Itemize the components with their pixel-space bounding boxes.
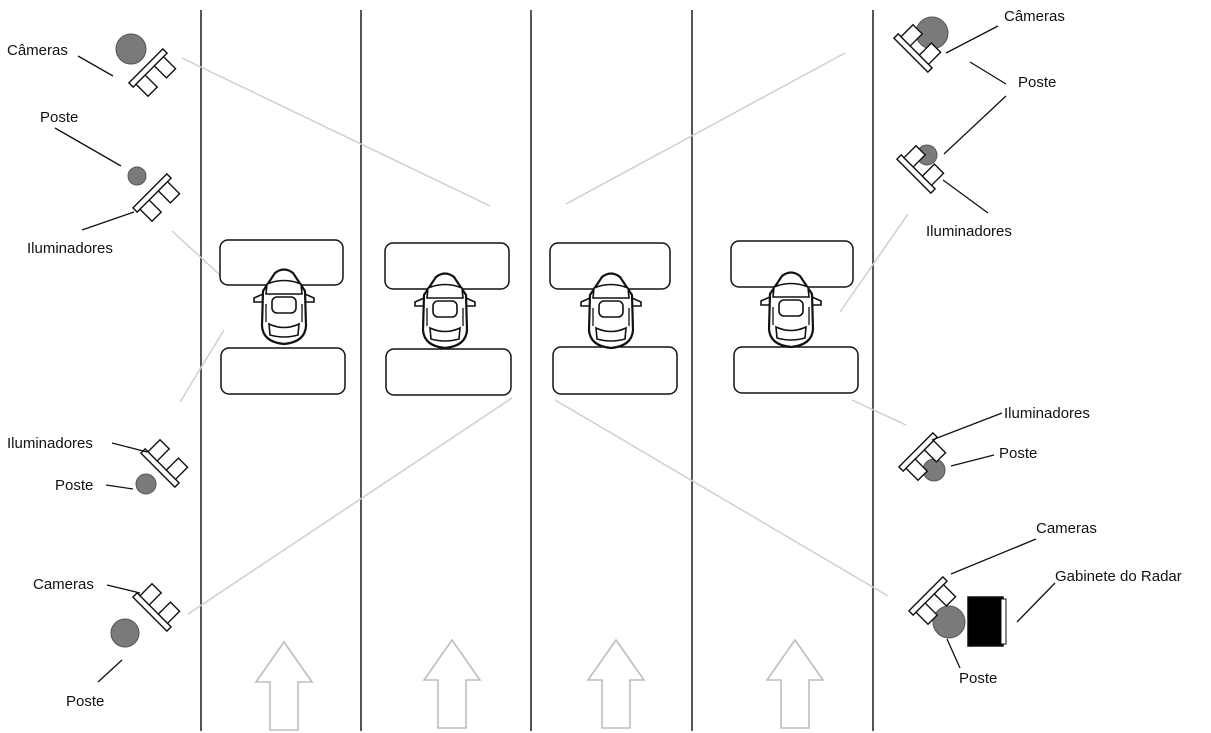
label-poste: Poste: [40, 109, 78, 126]
illuminator-beam: [839, 213, 909, 313]
label-cameras: Cameras: [33, 576, 94, 593]
camera-beam: [554, 399, 889, 597]
leader-line: [945, 25, 999, 54]
leader-line: [943, 95, 1007, 155]
label-poste: Poste: [999, 445, 1037, 462]
leader-line: [931, 412, 1003, 441]
label-cameras: Câmeras: [1004, 8, 1065, 25]
detection-loop: [733, 346, 859, 394]
leader-line: [950, 454, 995, 467]
camera-beam: [187, 397, 513, 615]
camera-beam: [181, 57, 491, 207]
leader-line: [54, 127, 122, 167]
leader-line: [81, 211, 135, 231]
label-poste: Poste: [55, 477, 93, 494]
label-cameras: Câmeras: [7, 42, 68, 59]
pole-icon: [127, 166, 147, 186]
illuminator-beam: [179, 329, 225, 403]
leader-line: [946, 638, 961, 669]
beams: [171, 52, 909, 615]
label-iluminadores: Iluminadores: [1004, 405, 1090, 422]
detection-loops: [219, 239, 859, 396]
poles: [110, 16, 966, 648]
label-poste: Poste: [66, 693, 104, 710]
detection-loop: [552, 346, 678, 395]
illuminator-beam: [171, 230, 221, 276]
pole-icon: [932, 605, 966, 639]
leader-line: [77, 55, 114, 77]
devices: [128, 21, 960, 632]
detection-loop: [385, 348, 512, 396]
radar-cabinet-door: [1000, 598, 1007, 645]
label-iluminadores: Iluminadores: [926, 223, 1012, 240]
leader-line: [969, 61, 1007, 85]
label-cameras: Cameras: [1036, 520, 1097, 537]
label-gabinete-do-radar: Gabinete do Radar: [1055, 568, 1182, 585]
leader-line: [111, 442, 148, 453]
camera-icon: [132, 580, 184, 632]
leader-line: [105, 484, 134, 490]
leader-line: [950, 538, 1037, 575]
label-iluminadores: Iluminadores: [27, 240, 113, 257]
leader-line: [1016, 582, 1056, 623]
up-arrow-icon: [766, 639, 824, 729]
leader-lines: [54, 25, 1056, 683]
pole-icon: [135, 473, 157, 495]
up-arrow-icon: [587, 639, 645, 729]
pole-icon: [110, 618, 140, 648]
illuminator-beam: [851, 399, 907, 426]
detection-loop: [220, 347, 346, 395]
leader-line: [106, 584, 141, 594]
up-arrow-icon: [423, 639, 481, 729]
lane-lines: [200, 10, 874, 731]
direction-arrows: [255, 639, 824, 731]
label-poste: Poste: [1018, 74, 1056, 91]
radar-cabinet-icon: [967, 596, 1004, 647]
label-iluminadores: Iluminadores: [7, 435, 93, 452]
pole-icon: [115, 33, 147, 65]
leader-line: [97, 659, 123, 683]
label-poste: Poste: [959, 670, 997, 687]
up-arrow-icon: [255, 641, 313, 731]
camera-beam: [565, 52, 846, 205]
leader-line: [942, 179, 989, 214]
